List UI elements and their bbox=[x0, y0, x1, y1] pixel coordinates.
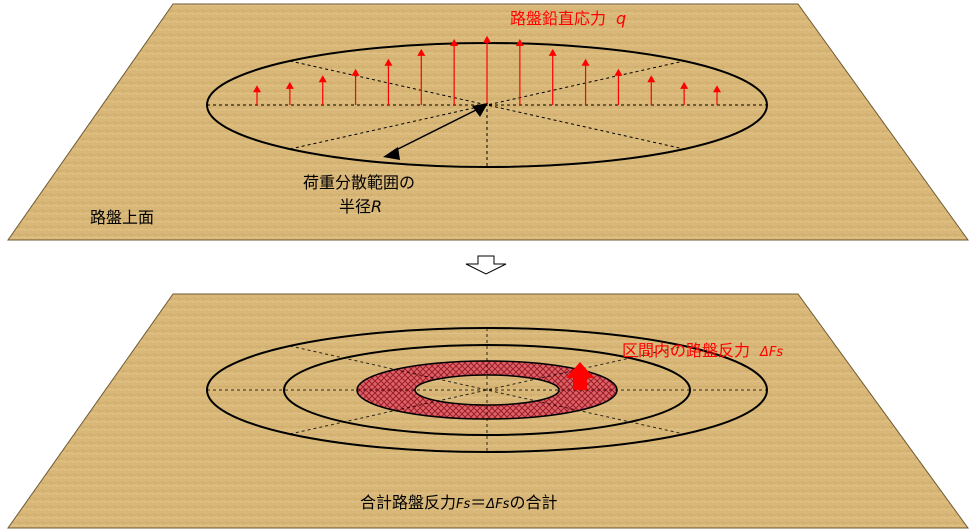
stress-arrowhead bbox=[253, 85, 261, 93]
roadbed-slab-top bbox=[7, 3, 969, 241]
stress-arrowhead bbox=[450, 39, 459, 46]
stress-arrowhead bbox=[680, 81, 689, 89]
radius-arrowhead-center bbox=[472, 103, 488, 117]
radius-label-line1: 荷重分散範囲の bbox=[303, 173, 415, 192]
stress-arrowhead bbox=[351, 68, 360, 76]
radius-arrow bbox=[383, 103, 488, 160]
radius-arrowhead-edge bbox=[383, 147, 400, 160]
stress-arrowhead bbox=[515, 39, 524, 46]
roadbed-surface-label: 路盤上面 bbox=[90, 208, 154, 227]
stress-arrowhead bbox=[285, 81, 294, 89]
vertical-stress-arrows bbox=[253, 35, 721, 105]
stress-arrowhead bbox=[318, 75, 327, 83]
stress-arrowhead bbox=[483, 35, 491, 43]
stress-arrowhead bbox=[581, 58, 590, 66]
reaction-force-arrow bbox=[566, 362, 594, 390]
bottom-radial-dashed-lines bbox=[207, 328, 767, 452]
stress-arrowhead bbox=[417, 48, 426, 56]
radius-label-line2: 半径R bbox=[339, 197, 382, 216]
stress-arrowhead bbox=[647, 75, 656, 83]
total-reaction-label: 合計路盤反力Fs＝ΔFsの合計 bbox=[360, 493, 557, 512]
stress-arrowhead bbox=[614, 68, 623, 76]
stress-arrowhead bbox=[384, 58, 393, 66]
down-arrow-icon bbox=[465, 255, 507, 275]
stress-arrowhead bbox=[713, 85, 721, 93]
stress-arrowhead bbox=[548, 48, 557, 56]
